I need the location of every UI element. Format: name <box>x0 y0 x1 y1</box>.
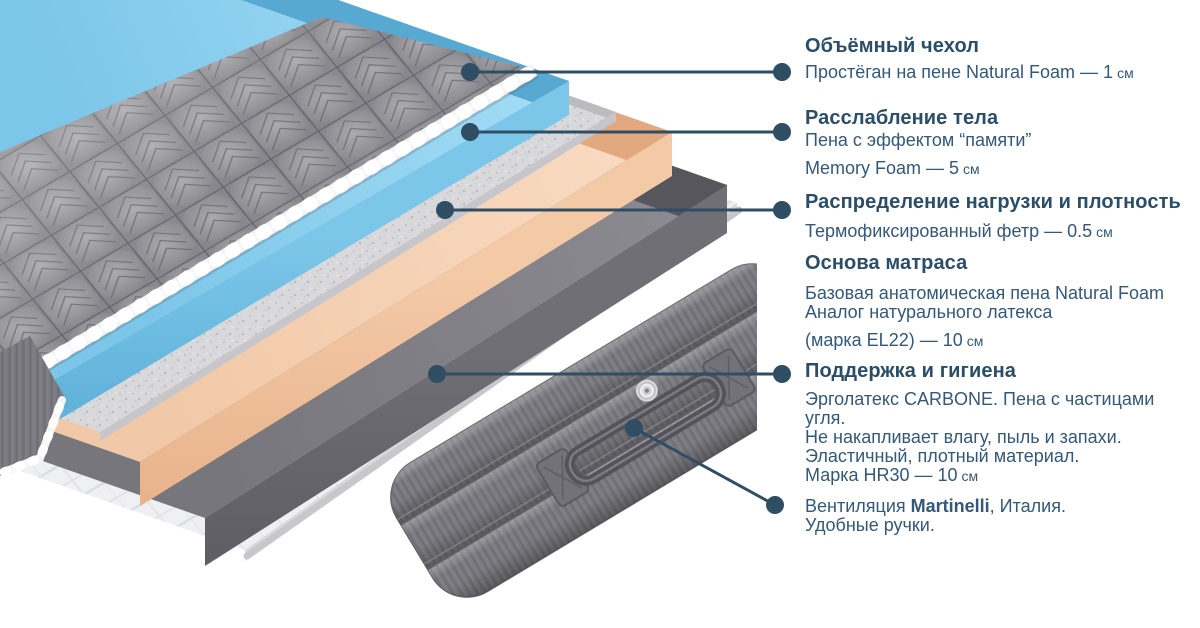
annotation-heading: Объёмный чехол <box>805 35 980 57</box>
connector-dot <box>773 201 791 219</box>
connector-line <box>633 426 776 507</box>
annotation-heading: Основа матраса <box>805 252 968 274</box>
annotation-carbone: Поддержка и гигиена Эрголатекс CARBONE. … <box>805 359 1197 486</box>
connectors <box>428 63 791 514</box>
connector-dot <box>766 496 784 514</box>
annotation-line: Эрголатекс CARBONE. Пена с частицами угл… <box>805 389 1155 428</box>
connector-dot <box>773 365 791 383</box>
connector-dot <box>773 63 791 81</box>
vent-grommet-icon <box>635 379 658 402</box>
handle <box>535 348 756 507</box>
side-panel <box>375 249 757 612</box>
quilted-cover-layer <box>0 17 541 398</box>
connector-dot <box>773 123 791 141</box>
annotation-cover: Объёмный чехол Простёган на пене Natural… <box>805 34 1197 83</box>
connector-dot <box>436 201 454 219</box>
connector-dot <box>461 63 479 81</box>
connector-dot <box>428 365 446 383</box>
annotation-line: Эластичный, плотный материал. <box>805 446 1080 466</box>
annotation-base-foam: Основа матраса Базовая анатомическая пен… <box>805 251 1197 351</box>
annotation-line: Удобные ручки. <box>805 515 935 535</box>
annotation-line: Пена с эффектом “памяти” <box>805 130 1032 150</box>
brand-name: Martinelli <box>910 496 990 516</box>
annotation-heading: Распределение нагрузки и плотность <box>805 191 1181 213</box>
cover-side-skirt <box>0 336 67 477</box>
annotation-line: Аналог натурального латекса <box>805 302 1053 322</box>
connector-dot <box>461 123 479 141</box>
annotation-line: Не накапливает влагу, пыль и запахи. <box>805 427 1122 447</box>
annotation-memory-foam: Расслабление тела Пена с эффектом “памят… <box>805 106 1197 179</box>
annotation-felt: Распределение нагрузки и плотность Термо… <box>805 190 1197 242</box>
connector-dot <box>625 419 643 437</box>
annotation-line: Базовая анатомическая пена Natural Foam <box>805 283 1165 303</box>
annotation-ventilation: Вентиляция Martinelli, Италия. Удобные р… <box>805 497 1197 535</box>
annotation-heading: Расслабление тела <box>805 107 999 129</box>
annotation-line: Вентиляция Martinelli, Италия. <box>805 496 1066 516</box>
annotation-heading: Поддержка и гигиена <box>805 360 1016 382</box>
